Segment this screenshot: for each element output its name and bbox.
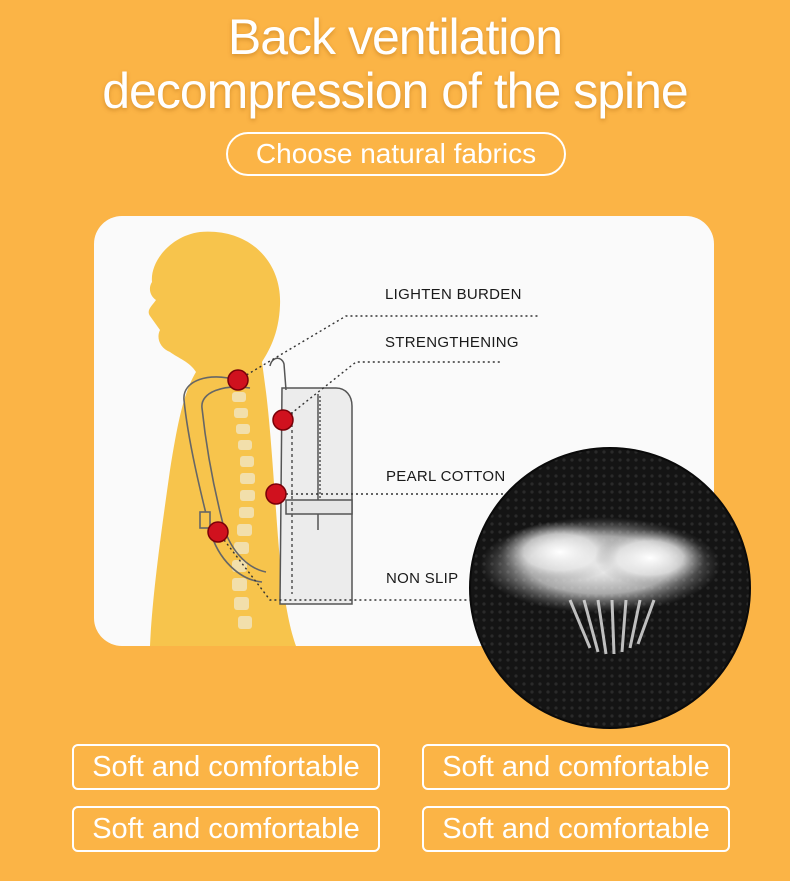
pressure-markers (207, 369, 294, 543)
child-silhouette (148, 231, 296, 646)
label-lighten-burden: LIGHTEN BURDEN (385, 286, 522, 303)
feature-badge: Soft and comfortable (422, 806, 730, 852)
leader-lines (217, 315, 538, 601)
shoulder-strap (183, 376, 267, 583)
label-non-slip: NON SLIP (386, 570, 459, 587)
fabric-closeup (469, 447, 751, 729)
label-strengthening: STRENGTHENING (385, 334, 519, 351)
subtitle-pill: Choose natural fabrics (226, 132, 566, 176)
label-pearl-cotton: PEARL COTTON (386, 468, 506, 485)
feature-badge: Soft and comfortable (72, 744, 380, 790)
marker-non-slip (207, 521, 229, 543)
headline-line-1: Back ventilation (227, 9, 563, 65)
marker-lighten-burden (227, 369, 249, 391)
feature-badge: Soft and comfortable (422, 744, 730, 790)
marker-strengthening (272, 409, 294, 431)
backpack-outline (269, 357, 353, 605)
spine-illustration (232, 392, 255, 629)
headline-line-2: decompression of the spine (102, 63, 688, 119)
feature-badge: Soft and comfortable (72, 806, 380, 852)
marker-pearl-cotton (265, 483, 287, 505)
